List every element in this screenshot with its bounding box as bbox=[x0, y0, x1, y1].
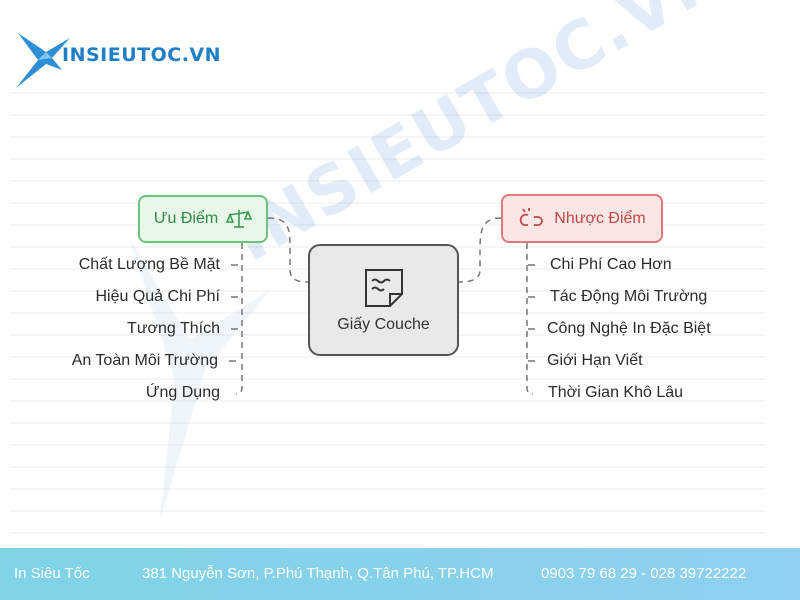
pros-item: Tương Thích bbox=[127, 320, 220, 337]
pros-item: Hiệu Quả Chi Phí bbox=[95, 288, 220, 305]
broken-link-icon bbox=[520, 207, 544, 226]
cons-item: Thời Gian Khô Lâu bbox=[548, 384, 684, 401]
cons-node: Nhược Điểm bbox=[501, 194, 663, 243]
watermark-star-icon bbox=[130, 240, 270, 520]
center-label: Giấy Couche bbox=[337, 316, 430, 333]
pros-item: Ứng Dụng bbox=[145, 384, 220, 401]
footer-address: 381 Nguyễn Sơn, P.Phú Thạnh, Q.Tân Phú, … bbox=[142, 565, 494, 582]
scale-icon bbox=[226, 209, 253, 228]
center-node: Giấy Couche bbox=[308, 244, 459, 356]
footer-company: In Siêu Tốc bbox=[14, 565, 90, 582]
footer-phones[interactable]: 0903 79 68 29 - 028 39722222 bbox=[541, 565, 747, 582]
pros-title: Ưu Điểm bbox=[153, 210, 219, 227]
connector-lines bbox=[235, 217, 534, 395]
cons-title: Nhược Điểm bbox=[554, 209, 646, 227]
pros-item: Chất Lượng Bề Mặt bbox=[78, 256, 220, 273]
pros-node: Ưu Điểm bbox=[138, 195, 268, 243]
ruled-lines-background bbox=[10, 92, 765, 534]
cons-item: Tác Động Môi Trường bbox=[550, 288, 708, 305]
footer-bar: In Siêu Tốc 381 Nguyễn Sơn, P.Phú Thạnh,… bbox=[0, 548, 800, 600]
cons-item: Công Nghệ In Đặc Biệt bbox=[547, 320, 711, 337]
cons-item: Chi Phí Cao Hơn bbox=[550, 256, 672, 273]
item-dashes bbox=[229, 264, 535, 362]
brand-name: INSIEUTOC.VN bbox=[62, 44, 222, 66]
cons-item: Giới Hạn Viết bbox=[547, 352, 643, 369]
brand-logo[interactable]: INSIEUTOC.VN bbox=[10, 18, 221, 98]
paper-note-icon bbox=[364, 269, 403, 307]
star-logo-icon bbox=[16, 33, 70, 88]
pros-item: An Toàn Môi Trường bbox=[71, 352, 218, 369]
